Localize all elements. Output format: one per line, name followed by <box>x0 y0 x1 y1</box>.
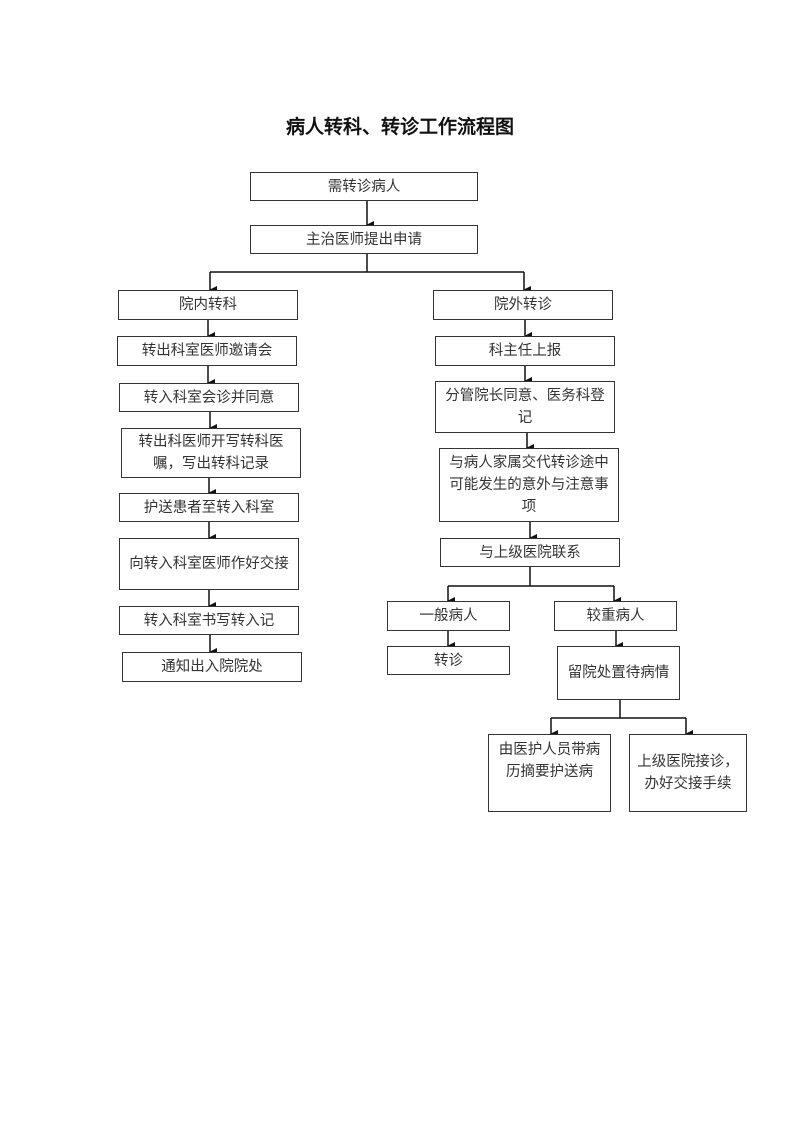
node-escort: 由医护人员带病历摘要护送病 <box>488 734 611 812</box>
node-severe-patient: 较重病人 <box>554 601 677 631</box>
node-label: 留院处置待病情 <box>567 665 670 681</box>
node-label: 转诊 <box>434 652 463 669</box>
node-label: 与上级医院联系 <box>479 544 581 561</box>
node-left-step-4: 护送患者至转入科室 <box>119 493 299 522</box>
node-receive: 上级医院接诊，办好交接手续 <box>629 734 747 812</box>
node-label: 院外转诊 <box>494 297 552 313</box>
node-label: 转入科室书写转入记 <box>143 612 275 629</box>
node-label: 由医护人员带病历摘要护送病 <box>498 742 601 780</box>
node-left-step-2: 转入科室会诊并同意 <box>119 383 299 412</box>
node-right-step-4: 与上级医院联系 <box>440 538 620 567</box>
node-label: 转出科室医师邀请会 <box>141 343 273 359</box>
page-title: 病人转科、转诊工作流程图 <box>285 116 514 138</box>
node-left-step-3: 转出科医师开写转科医嘱，写出转科记录 <box>121 428 301 478</box>
node-label: 上级医院接诊，办好交接手续 <box>637 754 739 792</box>
node-left-step-6: 转入科室书写转入记 <box>119 606 299 635</box>
node-internal-transfer: 院内转科 <box>118 290 298 320</box>
node-external-transfer: 院外转诊 <box>433 290 613 320</box>
node-right-step-3: 与病人家属交代转诊途中可能发生的意外与注意事项 <box>439 448 619 522</box>
node-label: 护送患者至转入科室 <box>143 499 275 516</box>
node-transfer: 转诊 <box>387 646 510 675</box>
node-label: 科主任上报 <box>488 343 562 359</box>
node-left-step-1: 转出科室医师邀请会 <box>117 336 297 366</box>
node-patient-needs-transfer: 需转诊病人 <box>250 172 478 201</box>
node-attending-applies: 主治医师提出申请 <box>250 225 478 254</box>
node-label: 主治医师提出申请 <box>306 231 422 248</box>
node-label: 一般病人 <box>419 608 478 624</box>
node-label: 与病人家属交代转诊途中可能发生的意外与注意事项 <box>449 455 609 515</box>
node-label: 院内转科 <box>179 297 237 313</box>
node-label: 分管院长同意、医务科登记 <box>445 388 605 426</box>
node-general-patient: 一般病人 <box>387 601 510 631</box>
node-label: 较重病人 <box>586 608 645 624</box>
node-label: 转出科医师开写转科医嘱，写出转科记录 <box>138 434 284 472</box>
node-left-step-7: 通知出入院院处 <box>122 652 302 682</box>
node-label: 向转入科室医师作好交接 <box>129 556 289 572</box>
node-right-step-2: 分管院长同意、医务科登记 <box>435 381 615 433</box>
node-label: 转入科室会诊并同意 <box>143 389 275 406</box>
node-label: 通知出入院院处 <box>161 659 263 675</box>
node-stay-treatment: 留院处置待病情 <box>557 646 680 700</box>
node-left-step-5: 向转入科室医师作好交接 <box>119 538 299 590</box>
node-right-step-1: 科主任上报 <box>435 336 615 366</box>
node-label: 需转诊病人 <box>327 178 401 195</box>
